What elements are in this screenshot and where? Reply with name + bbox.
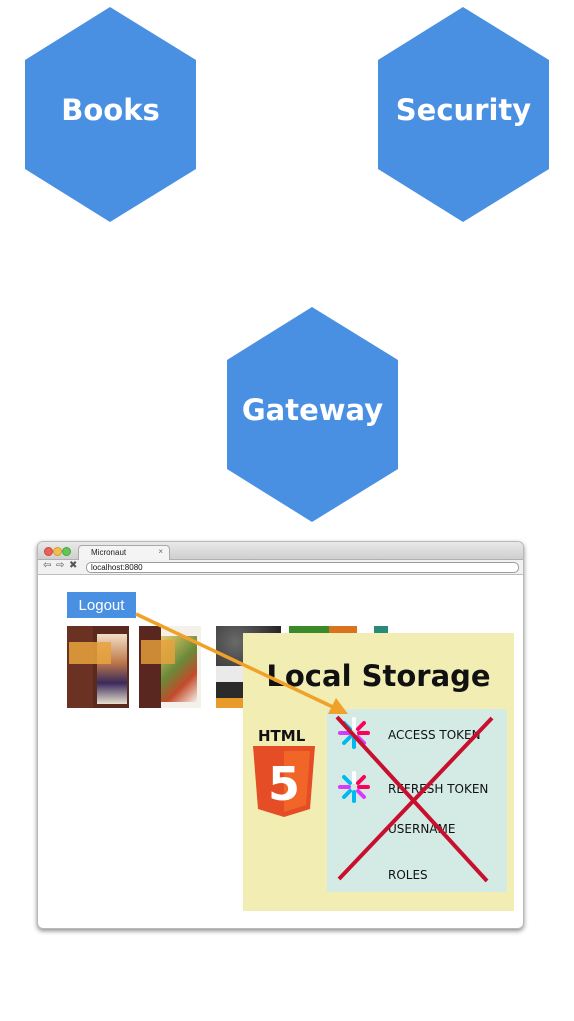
hexagon-shape <box>378 7 549 222</box>
security-service-hexagon: Security <box>377 6 550 224</box>
hexagon-shape <box>25 7 196 222</box>
books-service-hexagon: Books <box>24 6 197 224</box>
book-cover-art <box>374 626 388 634</box>
html5-logo-text: HTML <box>258 727 306 745</box>
maximize-window-dot[interactable] <box>62 547 71 556</box>
tab-title: Micronaut <box>91 548 127 557</box>
gateway-service-hexagon: Gateway <box>226 306 399 524</box>
browser-navbar: ⇦ ⇨ ✖ localhost:8080 <box>38 560 523 575</box>
book-cover-art <box>67 626 93 708</box>
local-storage-title: Local Storage <box>266 659 491 693</box>
book-cover-title-art <box>141 640 175 664</box>
book-cover-making-java-groovy[interactable] <box>67 626 129 708</box>
refresh-token-label: REFRESH TOKEN <box>388 782 489 796</box>
stop-icon[interactable]: ✖ <box>69 560 78 571</box>
close-window-dot[interactable] <box>44 547 53 556</box>
book-cover-orange[interactable] <box>289 626 357 634</box>
book-cover-title-art <box>69 642 111 664</box>
gateway-label: Gateway <box>241 393 384 427</box>
book-cover-teal[interactable] <box>372 626 406 634</box>
logout-button[interactable]: Logout <box>67 592 136 618</box>
html5-shield-icon: 5 <box>253 746 315 817</box>
hexagon-shape <box>227 307 398 522</box>
back-arrow-icon[interactable]: ⇦ <box>43 560 52 571</box>
security-label: Security <box>395 93 532 127</box>
roles-label: ROLES <box>388 868 428 882</box>
access-token-label: ACCESS TOKEN <box>388 728 481 742</box>
address-bar[interactable]: localhost:8080 <box>86 562 519 573</box>
html5-shield-number: 5 <box>268 757 300 811</box>
browser-titlebar: Micronaut × <box>38 542 523 560</box>
browser-window: Micronaut × ⇦ ⇨ ✖ localhost:8080 Logout … <box>37 541 524 929</box>
minimize-window-dot[interactable] <box>53 547 62 556</box>
book-cover-art <box>289 626 329 634</box>
cleared-cross-mark <box>335 715 494 883</box>
books-label: Books <box>61 93 160 127</box>
browser-tab[interactable]: Micronaut × <box>78 545 170 560</box>
logout-clears-storage-arrow <box>135 612 348 714</box>
token-storage-box: ACCESS TOKEN REFRESH TOKEN USERNAME ROLE… <box>327 709 507 892</box>
tab-close-icon[interactable]: × <box>158 547 163 556</box>
local-storage-panel: Local Storage HTML 5 ACCESS TOKEN <box>243 633 514 911</box>
jwt-icon <box>338 771 370 803</box>
forward-arrow-icon[interactable]: ⇨ <box>56 560 65 571</box>
